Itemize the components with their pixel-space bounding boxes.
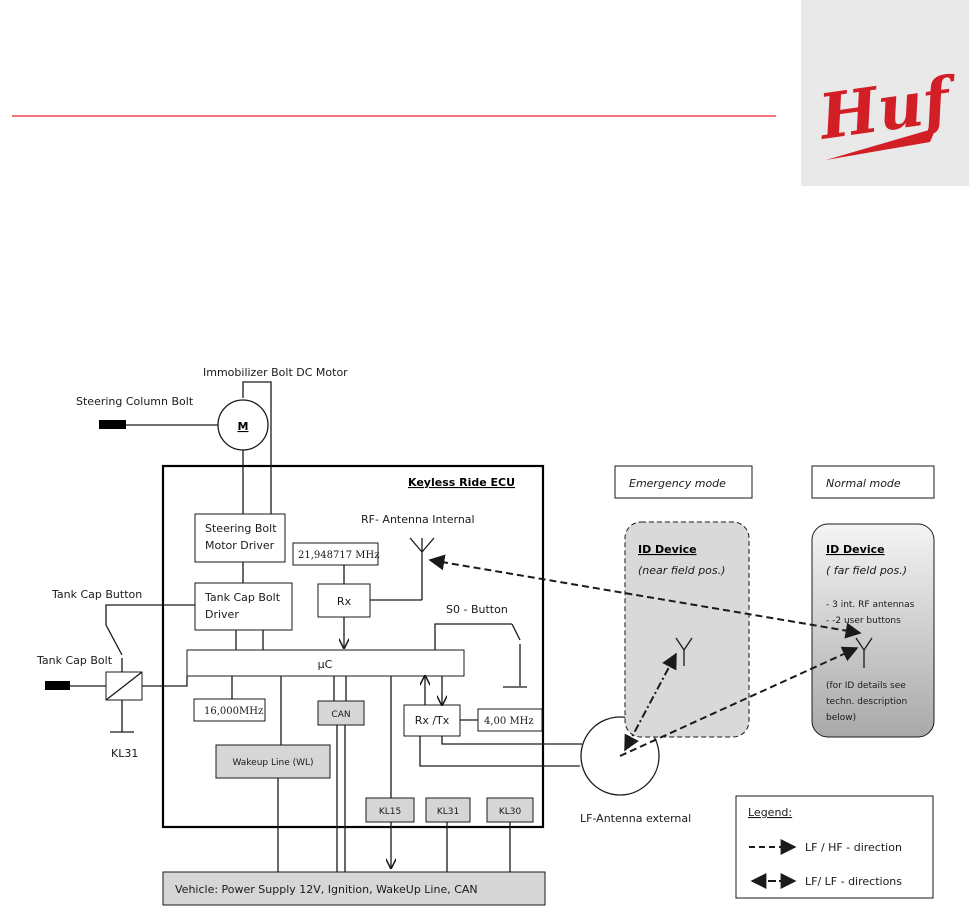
immobilizer-motor-label: Immobilizer Bolt DC Motor [203,366,348,379]
rx-block [317,583,371,618]
kl15-terminal [365,797,415,823]
legend-item-2: LF/ LF - directions [805,875,902,888]
keyless-ride-ecu [161,464,545,829]
osc-4: 4,00 MHz [484,716,534,727]
s0-button-label: S0 - Button [446,603,508,616]
emergency-device-antenna-icon [675,637,693,666]
normal-device-title: ID Device [826,543,885,556]
can-block [317,700,365,726]
lf-antenna-external-label: LF-Antenna external [580,812,691,825]
tank-cap-bolt-driver-line2: Driver [205,608,239,621]
steering-bolt-driver-line1: Steering Bolt [205,522,277,535]
vehicle-bus-label: Vehicle: Power Supply 12V, Ignition, Wak… [175,883,478,896]
normal-device-antenna-icon [855,637,873,668]
motor-symbol: M [238,420,249,433]
emergency-device-title: ID Device [638,543,697,556]
steering-column-bolt-label: Steering Column Bolt [76,395,194,408]
wakeup-line-block [215,744,331,779]
normal-note-3: below) [826,713,856,723]
kl31-terminal [425,797,471,823]
rx-tx-block [403,704,461,737]
tank-cap-bolt-label: Tank Cap Bolt [36,654,113,667]
steering-bolt-driver-line2: Motor Driver [205,539,275,552]
normal-mode-box [811,465,935,499]
huf-logo: Huf [801,0,969,186]
emergency-mode-label: Emergency mode [629,477,726,490]
rf-frequency-box [292,542,379,566]
microcontroller [186,649,465,677]
tank-cap-bolt-pin [45,681,70,690]
tank-cap-bolt-driver-line1: Tank Cap Bolt [204,591,281,604]
ecu-title: Keyless Ride ECU [408,476,515,489]
rf-frequency: 21,948717 MHz [298,550,379,561]
tank-cap-bolt-driver [194,582,293,631]
kl15-label: KL15 [379,807,401,817]
tank-cap-button-label: Tank Cap Button [51,588,142,601]
rx-tx-label: Rx /Tx [415,714,450,727]
wakeup-line-label: Wakeup Line (WL) [232,758,313,768]
normal-note-1: (for ID details see [826,681,906,691]
rf-link-arrow [428,554,862,639]
osc-4-box [477,708,543,732]
legend-item-1: LF / HF - direction [805,841,902,854]
steering-bolt-driver [194,513,286,563]
kl31-label: KL31 [437,807,459,817]
rx-label: Rx [337,595,352,608]
normal-note-2: techn. description [826,697,907,707]
kl30-label: KL30 [499,807,522,817]
rf-antenna-internal-icon [409,537,435,600]
legend-title: Legend: [748,806,792,819]
uc-label: µC [318,658,333,671]
normal-feature-2: - -2 user buttons [826,616,901,626]
osc-16: 16,000MHz [204,706,263,717]
steering-bolt-pin [99,420,126,429]
kl31-left-label: KL31 [111,747,138,760]
normal-mode-label: Normal mode [826,477,901,490]
normal-feature-1: - 3 int. RF antennas [826,600,915,610]
emergency-mode-box [614,465,753,499]
osc-16-box [193,698,266,722]
lf-near-field-arrow [624,652,677,752]
vehicle-bus [162,871,546,906]
rf-antenna-internal-label: RF- Antenna Internal [361,513,475,526]
normal-device-sub: ( far field pos.) [826,564,907,577]
emergency-device-sub: (near field pos.) [638,564,725,577]
can-label: CAN [331,710,350,720]
